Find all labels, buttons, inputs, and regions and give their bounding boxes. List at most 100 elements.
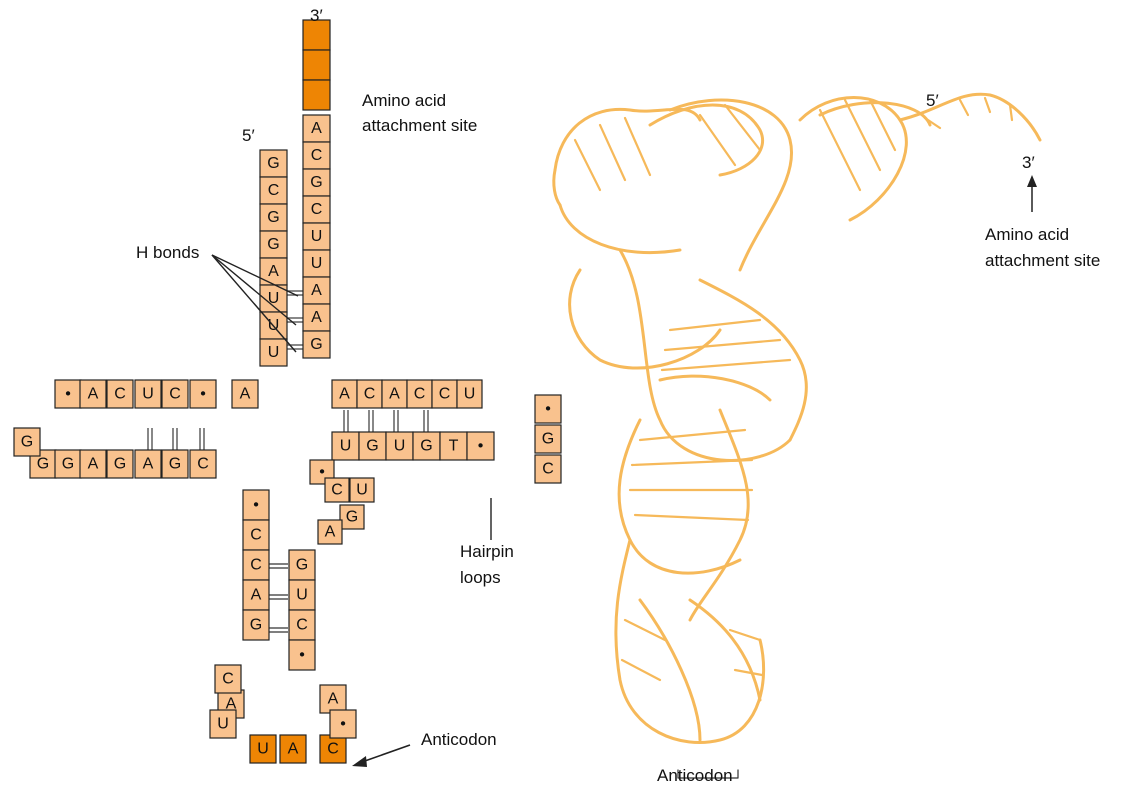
acceptor-3-base: U bbox=[303, 223, 330, 250]
base-letter: G bbox=[346, 509, 358, 526]
base-letter: G bbox=[37, 456, 49, 473]
acceptor-5-base: G bbox=[260, 231, 287, 258]
t-arm-base: U bbox=[386, 432, 413, 460]
t-arm-base: G bbox=[413, 432, 440, 460]
nucleotide-bases: ACGCUUAAGGCGGAUUU•ACUC•AGGAGAGCGACACCU•G… bbox=[14, 20, 561, 763]
anticodon-stem-base: U bbox=[289, 580, 315, 610]
d-arm-base: A bbox=[232, 380, 258, 408]
base-letter: C bbox=[250, 557, 262, 574]
base-letter: U bbox=[268, 290, 280, 307]
base-letter: U bbox=[394, 438, 406, 455]
anticodon-loop-base: C bbox=[215, 665, 241, 693]
h-bonds-label: H bonds bbox=[136, 243, 199, 262]
base-letter: A bbox=[389, 386, 400, 403]
anticodon-stem-base: G bbox=[289, 550, 315, 580]
d-arm-base: G bbox=[55, 450, 81, 478]
base-letter: A bbox=[88, 386, 99, 403]
d-arm-base: • bbox=[55, 380, 81, 408]
variable-loop-base: C bbox=[325, 478, 349, 502]
base-letter: C bbox=[268, 182, 280, 199]
base-letter: G bbox=[114, 456, 126, 473]
base-letter: • bbox=[340, 716, 346, 733]
acceptor-5-base: U bbox=[260, 339, 287, 366]
base-letter: • bbox=[65, 386, 71, 403]
base-letter: A bbox=[88, 456, 99, 473]
base-letter: G bbox=[420, 438, 432, 455]
base-letter: • bbox=[545, 401, 551, 418]
base-letter: C bbox=[222, 671, 234, 688]
base-letter: U bbox=[356, 482, 368, 499]
acceptor-3-base: C bbox=[303, 142, 330, 169]
acceptor-5-base: G bbox=[260, 204, 287, 231]
base-letter: U bbox=[142, 386, 154, 403]
acceptor-3-base: A bbox=[303, 277, 330, 304]
base-letter: A bbox=[251, 587, 262, 604]
anticodon-stem-base: G bbox=[243, 610, 269, 640]
base-letter: G bbox=[267, 155, 279, 172]
base-letter: G bbox=[542, 431, 554, 448]
right-anticodon-label: Anticodon bbox=[657, 766, 733, 785]
d-arm-base: U bbox=[135, 380, 161, 408]
t-arm-base: A bbox=[332, 380, 357, 408]
base-letter: • bbox=[478, 438, 484, 455]
d-arm-base: A bbox=[80, 380, 106, 408]
five-prime-label: 5′ bbox=[242, 126, 255, 145]
base-letter: G bbox=[267, 209, 279, 226]
base-letter: A bbox=[325, 524, 336, 541]
base-letter: • bbox=[200, 386, 206, 403]
anticodon-stem-base: • bbox=[243, 490, 269, 520]
acceptor-3-base: A bbox=[303, 115, 330, 142]
anticodon-label: Anticodon bbox=[421, 730, 497, 749]
d-arm-base: C bbox=[107, 380, 133, 408]
acceptor-3-base: G bbox=[303, 169, 330, 196]
base-letter: G bbox=[250, 617, 262, 634]
base-letter: C bbox=[542, 461, 554, 478]
t-arm-base: G bbox=[359, 432, 386, 460]
base-letter: A bbox=[311, 120, 322, 137]
base-letter: A bbox=[311, 282, 322, 299]
variable-loop-base: U bbox=[350, 478, 374, 502]
d-arm-base: A bbox=[135, 450, 161, 478]
base-letter: C bbox=[197, 456, 209, 473]
base-letter: C bbox=[169, 386, 181, 403]
base-letter: U bbox=[217, 716, 229, 733]
trna-3d-structure bbox=[554, 94, 1040, 778]
t-arm-base: T bbox=[440, 432, 467, 460]
terminal-cell bbox=[303, 50, 330, 80]
base-letter: C bbox=[311, 201, 323, 218]
right-amino-acid-label-line1: Amino acid bbox=[985, 225, 1069, 244]
t-arm-base: C bbox=[432, 380, 457, 408]
base-letter: • bbox=[299, 647, 305, 664]
base-letter: G bbox=[21, 434, 33, 451]
base-letter: C bbox=[250, 527, 262, 544]
anticodon-loop-base: A bbox=[320, 685, 346, 713]
acceptor-3-base: A bbox=[303, 304, 330, 331]
base-letter: U bbox=[340, 438, 352, 455]
hairpin-loops-label-line2: loops bbox=[460, 568, 501, 587]
anticodon-loop-base: • bbox=[330, 710, 356, 738]
base-letter: C bbox=[439, 386, 451, 403]
d-arm-base: C bbox=[162, 380, 188, 408]
base-letter: G bbox=[169, 456, 181, 473]
hairpin-loops-label-line1: Hairpin bbox=[460, 542, 514, 561]
base-letter: T bbox=[449, 438, 459, 455]
base-letter: A bbox=[328, 691, 339, 708]
t-loop-base: • bbox=[535, 395, 561, 423]
right-amino-acid-label-line2: attachment site bbox=[985, 251, 1100, 270]
d-arm-base: • bbox=[190, 380, 216, 408]
amino-arrow-right bbox=[1027, 175, 1037, 212]
d-arm-base: G bbox=[162, 450, 188, 478]
acceptor-3-base: G bbox=[303, 331, 330, 358]
anticodon-arrow bbox=[352, 745, 410, 767]
base-letter: C bbox=[327, 741, 339, 758]
anticodon-stem-base: A bbox=[243, 580, 269, 610]
anticodon-stem-base: C bbox=[243, 550, 269, 580]
base-letter: U bbox=[296, 587, 308, 604]
acceptor-5-base: G bbox=[260, 150, 287, 177]
anticodon-loop-base: U bbox=[210, 710, 236, 738]
base-letter: C bbox=[311, 147, 323, 164]
t-arm-base: C bbox=[407, 380, 432, 408]
base-letter: C bbox=[331, 482, 343, 499]
base-letter: U bbox=[464, 386, 476, 403]
